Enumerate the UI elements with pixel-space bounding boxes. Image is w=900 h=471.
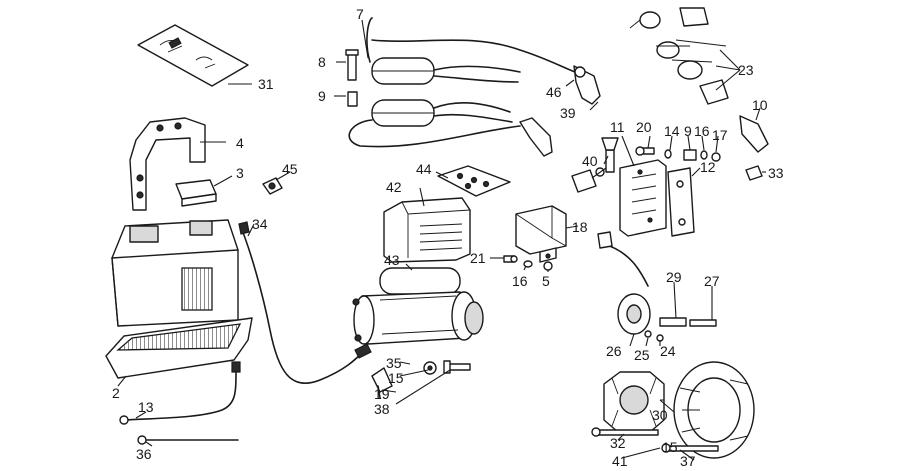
callout-26: 26 (606, 343, 622, 359)
callout-7: 7 (356, 6, 364, 22)
callout-9a: 9 (318, 88, 326, 104)
rectifier-spacer (683, 149, 697, 161)
rectifier (619, 159, 667, 237)
starter-bolt (443, 360, 471, 374)
callout-9b: 9 (684, 123, 692, 139)
fuse-kit-card (437, 165, 511, 197)
callout-2: 2 (112, 385, 120, 401)
sender-switch-lower (571, 167, 605, 193)
callout-18: 18 (572, 219, 588, 235)
rectifier-screw (635, 146, 655, 156)
callout-44: 44 (416, 161, 432, 177)
coil-bolt (345, 49, 359, 81)
coil-spacer (347, 91, 358, 107)
callout-4: 4 (236, 135, 244, 151)
battery-cable (238, 221, 372, 385)
ignition-switch-group (629, 7, 769, 153)
callout-36: 36 (136, 446, 152, 462)
callout-33: 33 (768, 165, 784, 181)
callout-42: 42 (386, 179, 402, 195)
callout-15b: 15 (662, 439, 678, 455)
callout-27: 27 (704, 273, 720, 289)
callout-46: 46 (546, 84, 562, 100)
decal-sheet (137, 24, 249, 87)
starter-terminal (371, 367, 393, 399)
callout-12: 12 (700, 159, 716, 175)
rectifier-lockwasher (700, 150, 708, 160)
callout-43: 43 (384, 252, 400, 268)
callout-35: 35 (386, 355, 402, 371)
callout-11: 11 (610, 119, 625, 135)
callout-40: 40 (582, 153, 598, 169)
rectifier-washer (664, 149, 672, 159)
pickup-assembly (597, 231, 717, 342)
spark-plug-cap-upper (573, 65, 601, 105)
callout-24: 24 (660, 343, 676, 359)
regulator-screw (503, 255, 518, 263)
callout-39: 39 (560, 105, 576, 121)
callout-25: 25 (634, 347, 650, 363)
rectifier-plate (667, 167, 695, 237)
alternator-bolt (661, 443, 719, 453)
ground-cable (119, 361, 241, 425)
callout-17: 17 (712, 127, 728, 143)
starter-washer (423, 361, 437, 375)
callout-19: 19 (374, 386, 390, 402)
callout-32: 32 (610, 435, 626, 451)
callout-15: 15 (388, 370, 404, 386)
battery-strap (129, 117, 206, 211)
ignition-coil-upper (366, 17, 576, 85)
sender-switch (601, 137, 619, 173)
callout-30: 30 (652, 407, 668, 423)
starter-motor (352, 267, 484, 345)
callout-3: 3 (236, 165, 244, 181)
callout-34: 34 (252, 216, 268, 232)
fuse-box-cover (383, 197, 471, 263)
ignition-coil-lower (348, 99, 521, 148)
spark-plug-cap-lower (519, 117, 553, 157)
callout-13: 13 (138, 399, 154, 415)
terminal-cover (175, 179, 217, 207)
callout-20: 20 (636, 119, 652, 135)
battery (111, 219, 239, 327)
callout-37: 37 (680, 453, 696, 469)
callout-16a: 16 (512, 273, 528, 289)
callout-5: 5 (542, 273, 550, 289)
leader-lines (117, 19, 766, 461)
alternator-stator (673, 361, 755, 459)
voltage-regulator (515, 205, 567, 263)
grommet (745, 165, 763, 181)
callout-14: 14 (664, 123, 680, 139)
alternator-long-bolt (591, 427, 659, 437)
callout-29: 29 (666, 269, 682, 285)
callout-8: 8 (318, 54, 326, 70)
alternator-rotor (603, 371, 665, 433)
callout-31: 31 (258, 76, 274, 92)
regulator-nut (543, 261, 553, 271)
clip (262, 177, 283, 195)
callout-21: 21 (470, 250, 486, 266)
callout-41: 41 (612, 453, 628, 469)
callout-23: 23 (738, 62, 754, 78)
callout-45: 45 (282, 161, 298, 177)
callout-38: 38 (374, 401, 390, 417)
callout-10: 10 (752, 97, 768, 113)
regulator-washer (523, 260, 533, 268)
rectifier-nut (711, 152, 721, 162)
cable-tie (137, 435, 239, 445)
battery-tray (105, 317, 253, 379)
callout-16b: 16 (694, 123, 710, 139)
callout-labels: 31 4 3 45 34 7 8 9 46 39 44 42 43 18 21 … (112, 6, 784, 469)
